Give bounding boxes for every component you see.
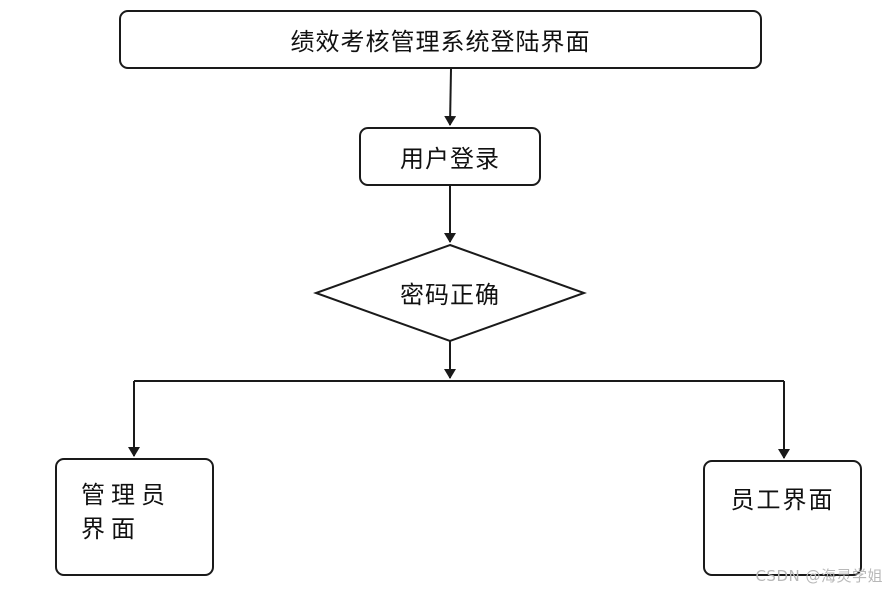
decision-node-label: 密码正确: [400, 280, 500, 309]
title-node-label: 绩效考核管理系统登陆界面: [290, 28, 591, 56]
admin-interface-node: 管理员界面: [55, 458, 214, 576]
title-node: 绩效考核管理系统登陆界面: [119, 10, 762, 69]
user-login-node-label: 用户登录: [400, 145, 500, 173]
admin-interface-node-label: 管理员界面: [81, 481, 171, 543]
watermark: CSDN @海灵学姐: [755, 567, 883, 585]
staff-interface-node: 员工界面: [703, 460, 862, 576]
arrow-title-to-login: [444, 68, 457, 126]
staff-interface-node-label: 员工界面: [730, 486, 835, 514]
user-login-node: 用户登录: [359, 127, 541, 186]
